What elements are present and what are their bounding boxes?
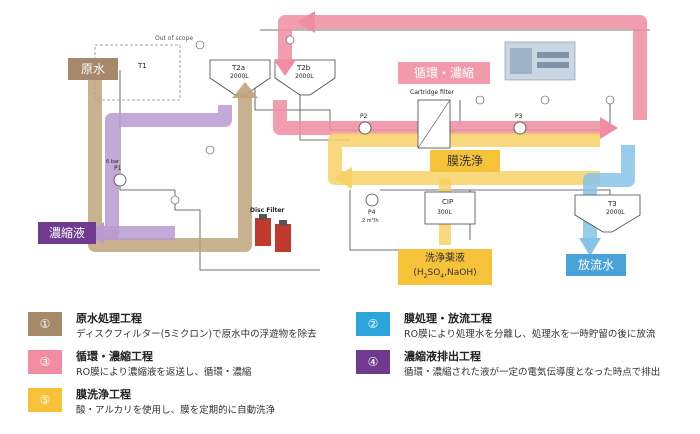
- circulation-flow: [273, 15, 647, 135]
- p4-label: P4: [368, 209, 376, 216]
- legend: ① 原水処理工程 ディスクフィルター(5ミクロン)で原水中の浮遊物を除去 ② 膜…: [0, 300, 700, 434]
- circulation-arrowhead-right: [600, 117, 618, 139]
- t2b-volume: 2000L: [295, 73, 314, 80]
- legend-badge-5: ⑤: [28, 388, 62, 412]
- legend-badge-3: ③: [28, 350, 62, 374]
- ro-unit-image: [504, 41, 576, 81]
- legend-title-2: 膜処理・放流工程: [404, 312, 492, 325]
- discharge-arrowhead: [579, 238, 601, 256]
- raw-water-flow: [88, 78, 252, 252]
- membrane-wash-label: 膜洗浄: [430, 150, 500, 172]
- legend-desc-2: RO膜により処理水を分離し、処理水を一時貯留の後に放流: [404, 329, 656, 340]
- cartridge-label: Cartridge filter: [410, 89, 455, 96]
- t3-label: T3: [607, 200, 617, 208]
- circulation-arrowhead-top: [297, 11, 315, 33]
- pump-p1: P1 6 bar: [106, 159, 127, 187]
- p1-spec: 6 bar: [106, 159, 120, 165]
- cip-volume: 300L: [437, 209, 452, 216]
- p2-label: P2: [360, 113, 368, 120]
- circulation-label: 循環・濃縮: [398, 62, 490, 84]
- tank-t2a: T2a 2000L: [209, 59, 271, 96]
- pump-p2: P2: [358, 113, 372, 135]
- tank-cip: CIP 300L: [424, 191, 476, 225]
- tank-t3: T3 2000L: [574, 194, 641, 233]
- legend-item-5: ⑤ 膜洗浄工程 酸・アルカリを使用し、膜を定期的に自動洗浄: [28, 386, 358, 424]
- legend-title-5: 膜洗浄工程: [76, 388, 131, 401]
- legend-desc-5: 酸・アルカリを使用し、膜を定期的に自動洗浄: [76, 405, 276, 416]
- p1-label: P1: [114, 165, 122, 172]
- legend-title-3: 循環・濃縮工程: [76, 350, 153, 363]
- t3-volume: 2000L: [606, 209, 625, 216]
- membrane-wash-arrowhead: [334, 167, 352, 189]
- raw-water-arrowhead: [232, 82, 258, 98]
- pump-p3: P3: [513, 113, 527, 135]
- legend-desc-3: RO膜により濃縮液を返送し、循環・濃縮: [76, 367, 252, 378]
- legend-badge-1: ①: [28, 312, 62, 336]
- concentrate-label: 濃縮液: [38, 222, 96, 244]
- legend-item-1: ① 原水処理工程 ディスクフィルター(5ミクロン)で原水中の浮遊物を除去: [28, 310, 358, 348]
- t2b-label: T2b: [296, 64, 311, 72]
- cip-label: CIP: [442, 198, 453, 206]
- legend-badge-4: ④: [356, 350, 390, 374]
- legend-badge-2: ②: [356, 312, 390, 336]
- legend-desc-1: ディスクフィルター(5ミクロン)で原水中の浮遊物を除去: [76, 329, 317, 340]
- legend-title-1: 原水処理工程: [76, 312, 142, 325]
- cartridge-filter: Cartridge filter: [410, 89, 455, 149]
- legend-title-4: 濃縮液排出工程: [404, 350, 481, 363]
- membrane-wash-flow: [328, 133, 600, 185]
- legend-item-3: ③ 循環・濃縮工程 RO膜により濃縮液を返送し、循環・濃縮: [28, 348, 358, 386]
- t2a-label: T2a: [231, 64, 245, 72]
- disc-filter-label: Disc Filter: [250, 207, 284, 214]
- p4-spec: 2 m³/h: [362, 218, 379, 224]
- t1-note: Out of scope: [155, 35, 193, 42]
- tank-t2b: T2b 2000L: [274, 59, 336, 96]
- chemical-label-line1: 洗浄薬液: [425, 253, 465, 264]
- p3-label: P3: [515, 113, 523, 120]
- chemical-label-line2: (H2SO4,NaOH): [413, 268, 477, 280]
- disc-filter-image: Disc Filter: [250, 207, 291, 252]
- process-flow-diagram: Out of scope T1 T2a 2000L T2b 2000L CIP …: [86, 11, 650, 271]
- raw-water-label: 原水: [68, 58, 118, 80]
- legend-desc-4: 循環・濃縮された液が一定の電気伝導度となった時点で排出: [404, 367, 661, 378]
- discharge-label: 放流水: [566, 254, 626, 276]
- circulation-arrowhead-down: [274, 60, 296, 76]
- chemical-label: 洗浄薬液 (H2SO4,NaOH): [398, 249, 492, 285]
- legend-item-2: ② 膜処理・放流工程 RO膜により処理水を分離し、処理水を一時貯留の後に放流: [356, 310, 686, 348]
- t1-label: T1: [137, 62, 147, 70]
- t2a-volume: 2000L: [230, 73, 249, 80]
- legend-item-4: ④ 濃縮液排出工程 循環・濃縮された液が一定の電気伝導度となった時点で排出: [356, 348, 686, 386]
- pump-p4: P4 2 m³/h: [362, 193, 379, 224]
